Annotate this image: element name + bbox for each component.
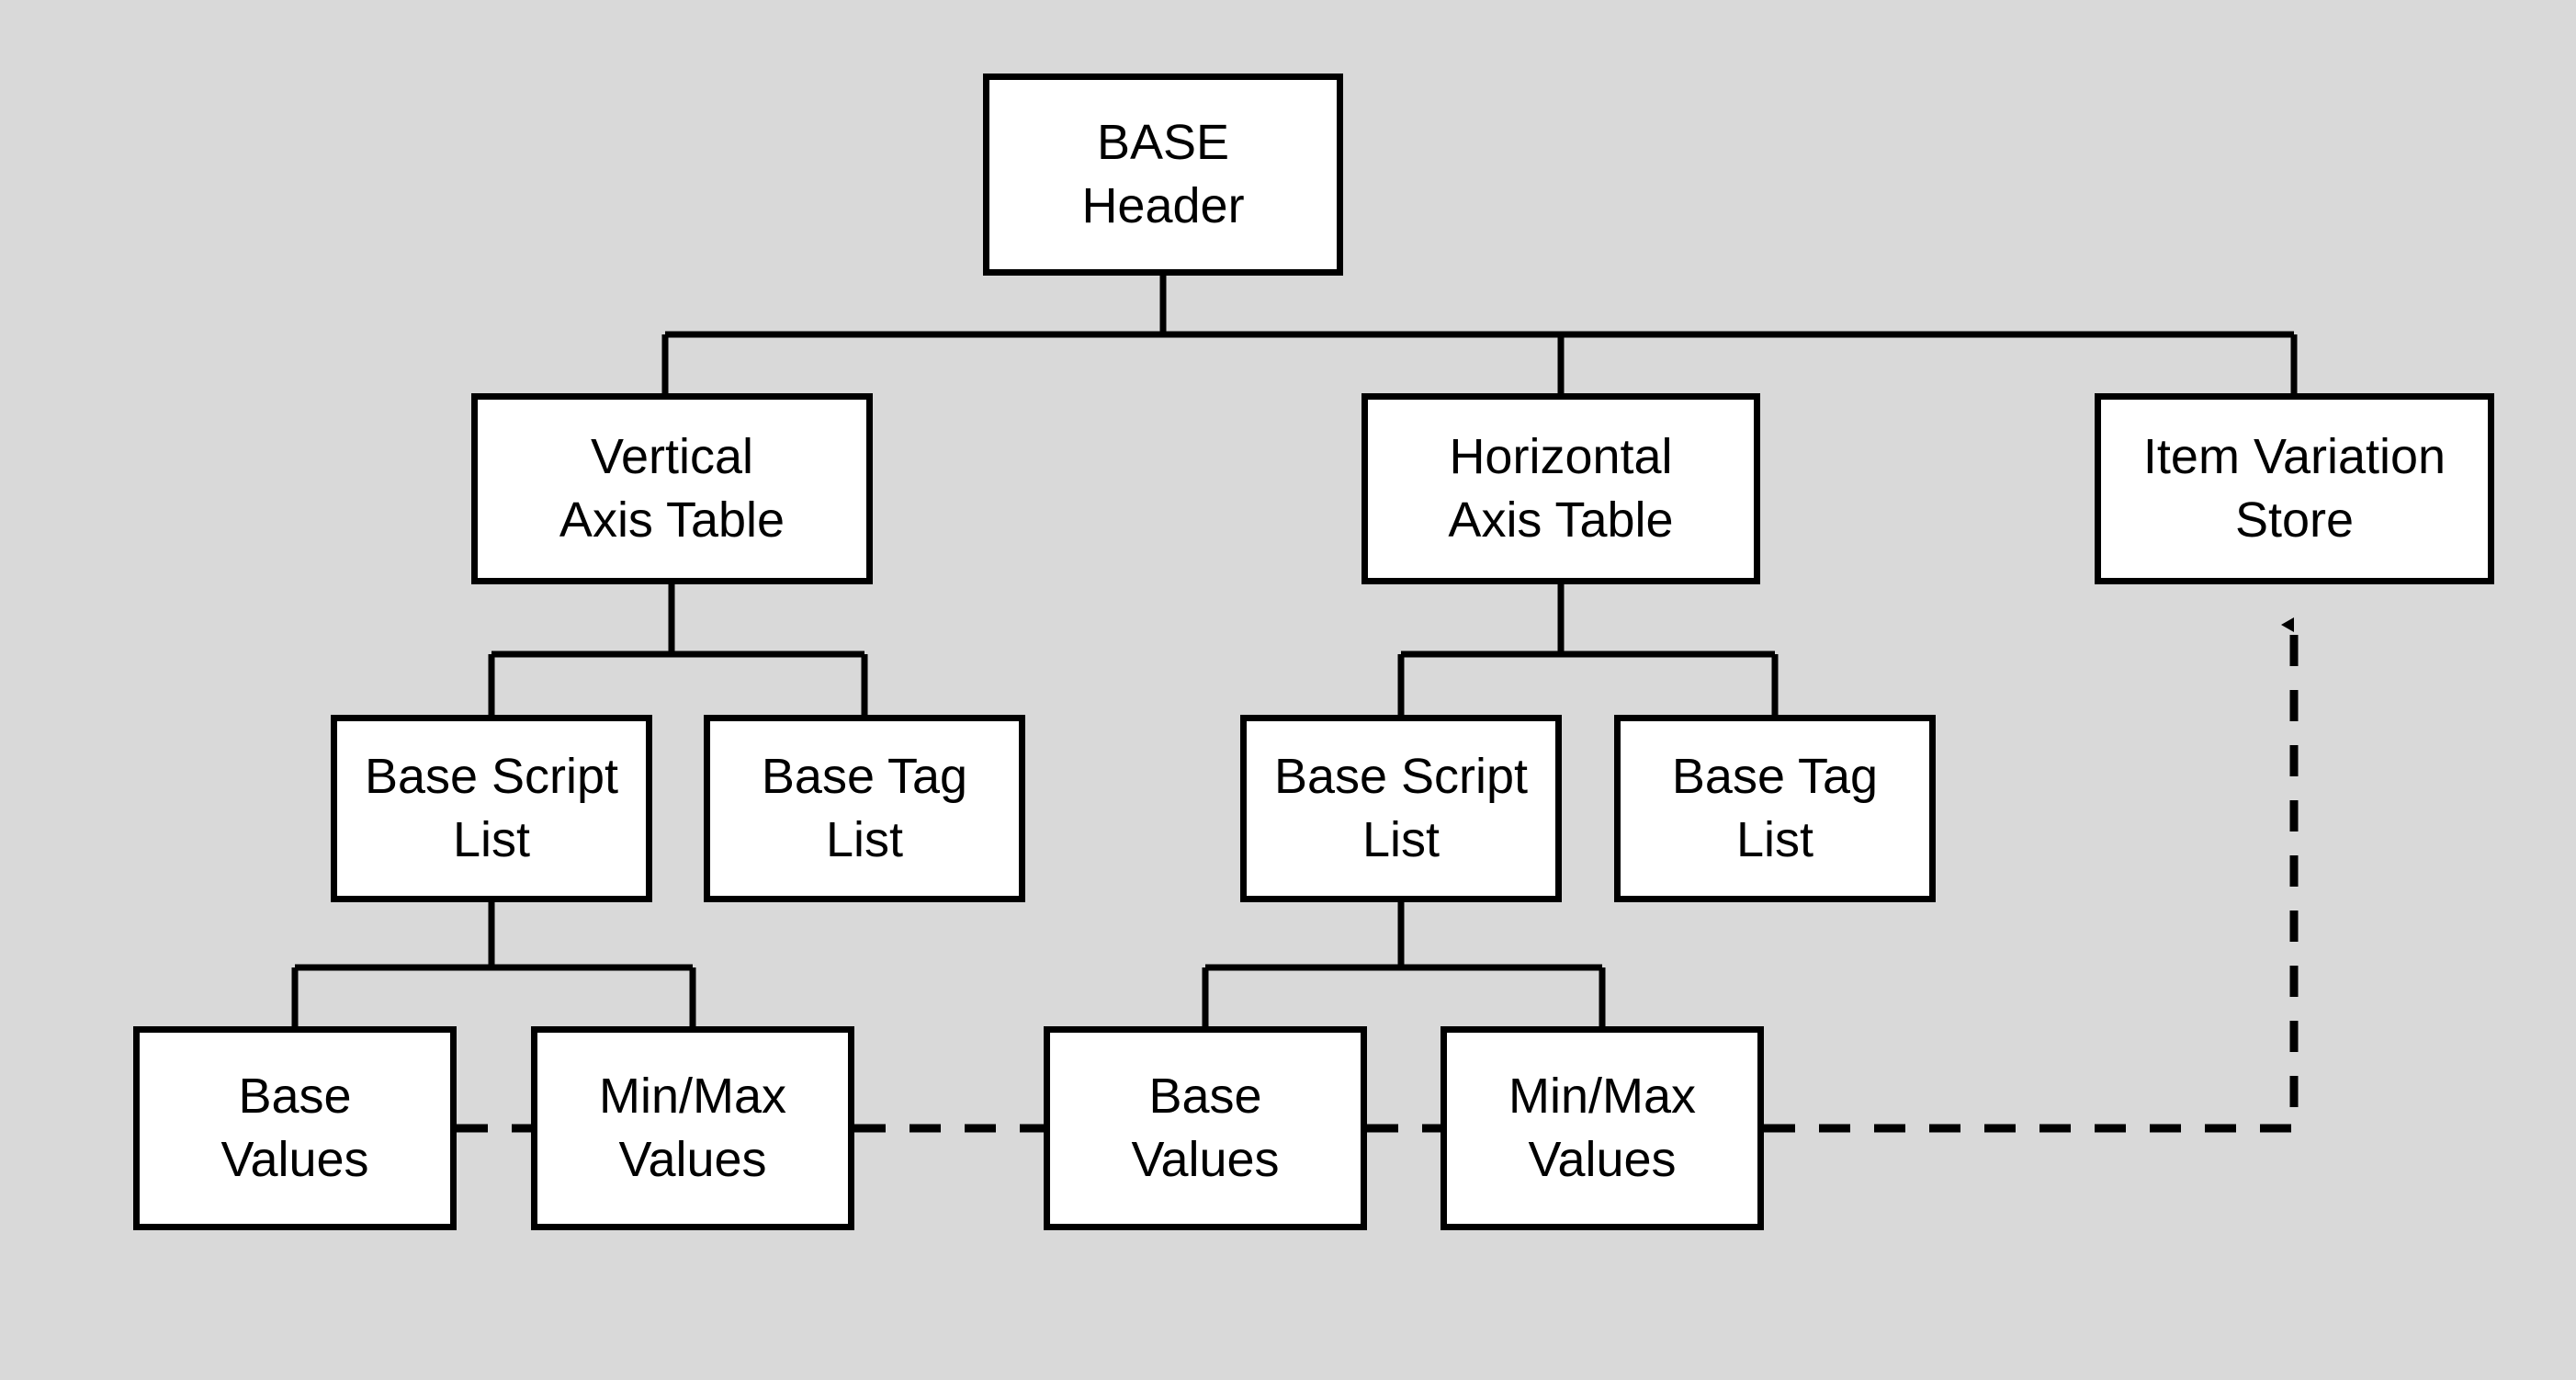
node-vertical-base-script-list-line-1: Base Script (364, 748, 619, 804)
node-horizontal-base-tag-list-line-2: List (1735, 812, 1814, 867)
node-base-header[interactable]: BASE Header (983, 74, 1343, 276)
node-horizontal-axis-table[interactable]: Horizontal Axis Table (1361, 393, 1760, 584)
node-base-header-line-1: BASE (1096, 114, 1230, 170)
node-horizontal-axis-table-line-1: Horizontal (1449, 428, 1673, 484)
node-vertical-base-values-line-1: Base (238, 1068, 352, 1124)
node-horizontal-minmax-values[interactable]: Min/Max Values (1441, 1026, 1764, 1230)
node-horizontal-base-script-list[interactable]: Base Script List (1240, 715, 1562, 902)
node-horizontal-axis-table-line-2: Axis Table (1448, 492, 1674, 548)
node-vertical-axis-table-line-1: Vertical (590, 428, 754, 484)
node-vertical-base-tag-list[interactable]: Base Tag List (704, 715, 1025, 902)
node-vertical-axis-table-line-2: Axis Table (559, 492, 785, 548)
node-horizontal-base-tag-list-line-1: Base Tag (1671, 748, 1879, 804)
node-vertical-base-script-list-line-2: List (452, 812, 531, 867)
node-horizontal-base-script-list-line-2: List (1361, 812, 1441, 867)
node-item-variation-store-line-1: Item Variation (2142, 428, 2446, 484)
node-vertical-axis-table[interactable]: Vertical Axis Table (471, 393, 873, 584)
node-item-variation-store-line-2: Store (2234, 492, 2355, 548)
node-vertical-base-script-list[interactable]: Base Script List (331, 715, 652, 902)
node-vertical-minmax-values[interactable]: Min/Max Values (531, 1026, 854, 1230)
node-vertical-minmax-values-line-1: Min/Max (598, 1068, 787, 1124)
node-horizontal-base-tag-list[interactable]: Base Tag List (1614, 715, 1936, 902)
node-base-header-line-2: Header (1081, 178, 1245, 233)
node-vertical-base-values[interactable]: Base Values (133, 1026, 457, 1230)
node-horizontal-base-values[interactable]: Base Values (1044, 1026, 1367, 1230)
node-horizontal-minmax-values-line-2: Values (1528, 1132, 1677, 1187)
node-horizontal-base-values-line-1: Base (1148, 1068, 1262, 1124)
node-horizontal-base-values-line-2: Values (1131, 1132, 1280, 1187)
node-vertical-base-values-line-2: Values (220, 1132, 369, 1187)
node-vertical-minmax-values-line-2: Values (618, 1132, 767, 1187)
node-horizontal-minmax-values-line-1: Min/Max (1508, 1068, 1697, 1124)
node-vertical-base-tag-list-line-1: Base Tag (761, 748, 968, 804)
node-horizontal-base-script-list-line-1: Base Script (1273, 748, 1529, 804)
node-vertical-base-tag-list-line-2: List (825, 812, 904, 867)
node-item-variation-store[interactable]: Item Variation Store (2095, 393, 2494, 584)
